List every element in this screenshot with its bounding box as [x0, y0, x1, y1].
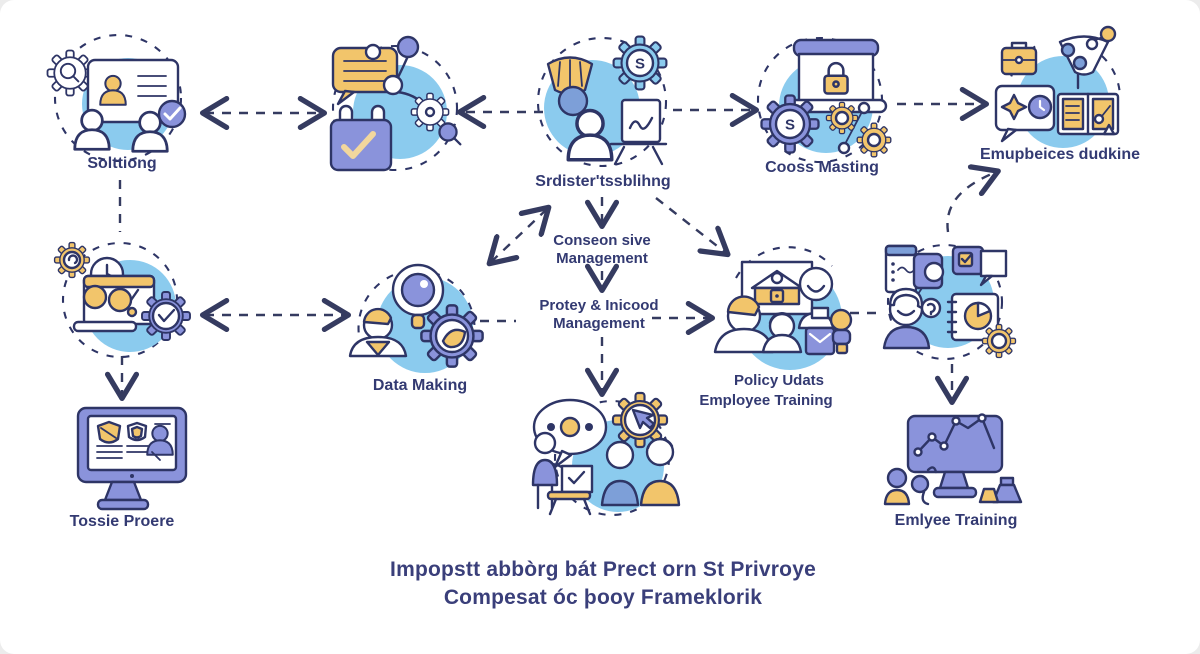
- cross-hosting-label: Cooss Masting: [765, 159, 879, 176]
- gear-magnifier-icon: [46, 49, 94, 97]
- gear-icon: [981, 323, 1017, 359]
- svg-text:S: S: [635, 56, 645, 73]
- diagram-title-line2: Compesat óc þooy Frameklorik: [443, 586, 763, 609]
- audience-icon: [600, 437, 681, 507]
- speech-bubble-icon: [331, 46, 399, 106]
- policy-updates-label-line1: Policy Udats: [733, 372, 825, 389]
- privacy-management-label-line2: Management: [553, 315, 645, 332]
- person-icon: [348, 307, 408, 358]
- tablet-envelope-icon: [804, 308, 853, 356]
- gear-s-icon: S: [760, 94, 820, 154]
- easel-board-icon: [609, 98, 668, 166]
- gears-chain-icon: [825, 101, 892, 158]
- dot-head-icon: [557, 85, 589, 117]
- gear-check-icon: [141, 291, 191, 341]
- review-documents-node-icon: [882, 243, 1017, 361]
- line-chart-icon: [913, 413, 996, 457]
- documents-icon: [884, 244, 945, 305]
- connector-arrows: [120, 104, 996, 400]
- gear-leaf-icon: [420, 304, 484, 368]
- ledger-key-icon: [1056, 92, 1120, 136]
- briefcase-icon: [1000, 41, 1038, 76]
- padlock-check-icon: [329, 104, 393, 172]
- guidelines-label: Emupbeices dudkine: [979, 146, 1141, 163]
- network-dots-icon: [364, 35, 427, 108]
- star-clock-bubble-icon: [994, 84, 1056, 143]
- consent-management-label-line1: Conseon sive: [553, 232, 651, 249]
- id-card-icon: [86, 58, 180, 124]
- woman-person-icon: [882, 287, 942, 350]
- guidelines-node-icon: [994, 25, 1122, 148]
- people-icon: [713, 295, 803, 354]
- laptop-lock-icon: [784, 38, 888, 114]
- funnel-nodes-icon: [1058, 25, 1117, 90]
- shield-icons: [96, 420, 149, 459]
- policy-updates-label-line2: Employee Training: [699, 392, 833, 409]
- checkbox-bubble-icon: [951, 245, 1008, 287]
- person-chart-icon: [146, 423, 174, 461]
- gear-s-icon: S: [612, 35, 668, 91]
- diagram-title-line1: Impopstt abbòrg bát Prect orn St Privroy…: [390, 558, 816, 581]
- gear-magnifier-icon: [410, 92, 462, 146]
- solutions-label: Solttiong: [87, 155, 157, 172]
- solutions-node-icon: [46, 33, 187, 163]
- policy-updates-node-icon: [713, 246, 853, 370]
- svg-text:S: S: [785, 117, 795, 134]
- small-people-icon: [883, 466, 938, 506]
- clock-gear-icon: [53, 241, 91, 279]
- flask-icon: [978, 476, 1023, 504]
- cross-hosting-node-icon: S: [756, 36, 892, 164]
- easel-check-icon: [546, 464, 594, 516]
- magnifier-icon: [391, 263, 445, 330]
- consent-management-label-line2: Management: [556, 250, 648, 267]
- discussion-node-icon: [531, 391, 681, 517]
- secure-communication-node-icon: [329, 35, 462, 172]
- pie-report-icon: [946, 292, 1000, 342]
- privacy-management-label-line1: Protey & Inicood: [539, 297, 659, 314]
- process-monitor-label: Tossie Proere: [69, 513, 175, 530]
- training-session-node-icon: S: [536, 35, 668, 168]
- data-making-node-icon: [348, 263, 484, 373]
- process-monitor-icon: [76, 406, 188, 511]
- data-making-label: Data Making: [372, 377, 468, 394]
- employee-training-node-icon: [883, 413, 1023, 506]
- check-badge-icon: [157, 99, 187, 129]
- bearded-person-icon: [797, 266, 835, 330]
- employee-training-label: Emlyee Training: [894, 512, 1018, 529]
- training-session-label: Srdister'tssblihng: [535, 173, 671, 190]
- gear-cursor-icon: [611, 391, 669, 449]
- laptop-chart-icon: [72, 274, 156, 333]
- process-check-node-icon: [53, 241, 191, 359]
